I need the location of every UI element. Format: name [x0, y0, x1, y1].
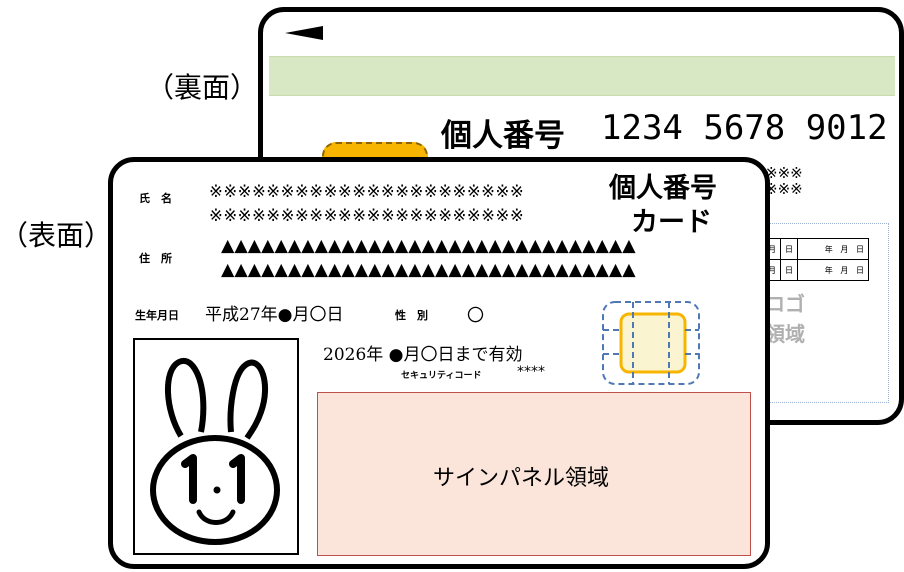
green-band: [269, 56, 895, 96]
sex-label: 性 別: [395, 309, 428, 322]
logo-area-text-1: ロゴ: [765, 292, 805, 316]
back-stars-line-1: ※※※: [765, 164, 803, 182]
sex-value: 〇: [467, 306, 484, 326]
rabbit-mascot-icon: [150, 357, 280, 545]
individual-number-label: 個人番号: [441, 118, 565, 154]
ic-chip-icon: [602, 301, 700, 385]
card-front: 氏 名 ※※※※※※※※※※※※※※※※※※※※※※ ※※※※※※※※※※※※※…: [108, 157, 770, 569]
back-side-label: （裏面）: [146, 71, 259, 104]
address-line-1: ▲▲▲▲▲▲▲▲▲▲▲▲▲▲▲▲▲▲▲▲▲▲▲▲▲▲▲▲▲▲▲: [221, 236, 636, 256]
address-line-2: ▲▲▲▲▲▲▲▲▲▲▲▲▲▲▲▲▲▲▲▲▲▲▲▲▲▲▲▲▲▲▲: [221, 260, 636, 280]
card-title-line-2: カード: [631, 207, 712, 238]
valid-until: 2026年 ●月〇日まで有効: [323, 345, 523, 365]
name-line-1: ※※※※※※※※※※※※※※※※※※※※※※: [209, 182, 525, 201]
back-date-table: 月 日 年 月 日 月 日 年 月 日: [763, 238, 869, 281]
card-title-line-1: 個人番号: [609, 173, 717, 204]
logo-area-text-2: 領域: [765, 322, 805, 346]
address-label: 住 所: [139, 252, 172, 265]
individual-number-value: 1234 5678 9012: [601, 108, 888, 148]
name-label: 氏 名: [139, 192, 172, 205]
signature-panel-label: サインパネル領域: [433, 466, 610, 491]
signature-panel: [317, 392, 751, 556]
back-stars-line-2: ※※※: [765, 180, 803, 198]
photo-area: [133, 338, 299, 555]
security-code-label: セキュリティコード: [401, 371, 482, 381]
birth-value: 平成27年●月〇日: [205, 305, 344, 325]
security-code-value: ****: [517, 364, 545, 380]
birth-label: 生年月日: [135, 309, 179, 322]
direction-arrow-icon: [285, 26, 323, 40]
front-side-label: （表面）: [0, 219, 113, 252]
name-line-2: ※※※※※※※※※※※※※※※※※※※※※※: [209, 206, 525, 225]
